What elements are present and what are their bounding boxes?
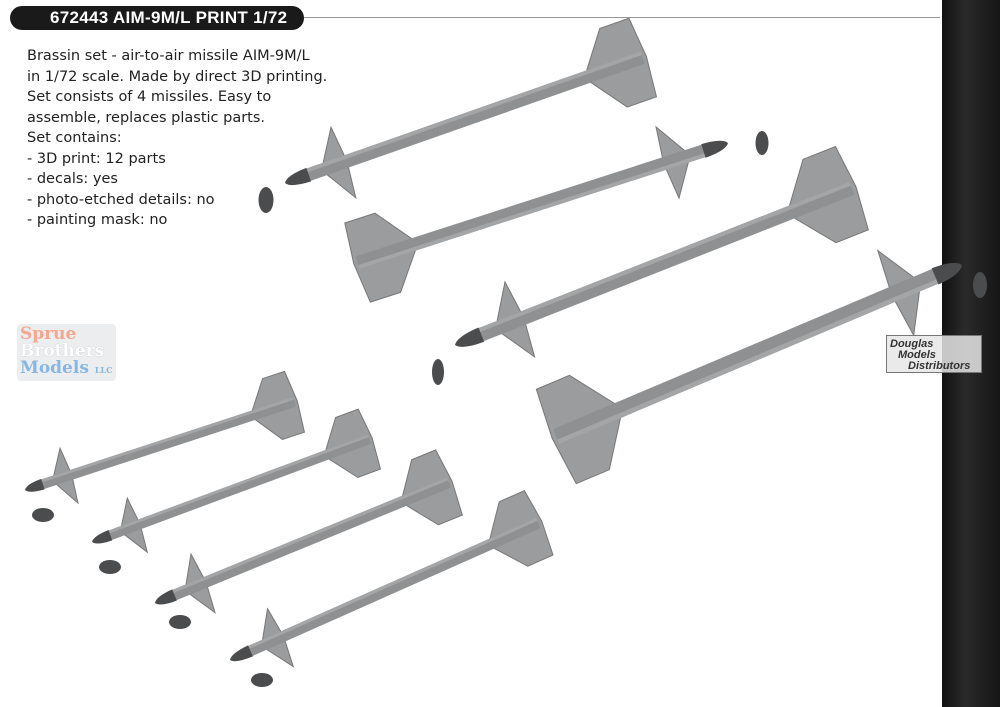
body-highlight [246,517,538,650]
wm-text: Douglas [890,338,934,350]
missile-body [107,434,371,540]
missile [230,489,554,668]
desc-line: - 3D print: 12 parts [27,150,166,167]
desc-line: assemble, replaces plastic parts. [27,109,266,126]
missile [285,17,658,200]
desc-line: - photo-etched details: no [27,191,215,208]
wm-text: Sprue [20,324,77,344]
wm-text: Distributors [908,360,971,372]
missile-body [305,51,645,181]
seeker-head [25,478,45,492]
body-highlight [476,181,851,333]
desc-line: in 1/72 scale. Made by direct 3D printin… [27,68,328,85]
missile [535,249,962,485]
body-highlight [170,477,449,594]
wm-text: Models [898,349,936,361]
missile [92,408,382,554]
missile-body [171,477,451,601]
seeker-head [230,645,253,662]
seeker-cap-part [99,560,121,574]
missile-body [40,397,296,489]
missile-body [553,268,940,444]
seeker-head [92,530,113,544]
seeker-head [285,167,312,186]
desc-line: - painting mask: no [27,212,168,228]
body-highlight [557,278,941,444]
seeker-cap-part [755,131,769,155]
douglas-models-watermark: Douglas Models Distributors [886,335,982,373]
missile-body [477,182,854,342]
body-highlight [39,397,294,483]
desc-line: - decals: yes [27,171,118,187]
body-highlight [304,51,642,173]
seeker-cap-part [432,359,444,385]
product-title: 672443 AIM-9M/L PRINT 1/72 [10,6,304,30]
seeker-cap-part [251,673,273,687]
body-highlight [358,152,708,269]
seeker-head [931,262,962,285]
seeker-cap-part [973,272,987,298]
wm-text: Models LLC [20,358,113,378]
seeker-cap-part [258,187,274,213]
missile-body [247,518,541,656]
body-highlight [107,434,369,534]
missile [455,145,869,359]
seeker-cap-part [32,508,54,522]
desc-line: Set consists of 4 missiles. Easy to [27,89,272,105]
seeker-cap-part [169,615,191,629]
sprue-brothers-watermark: Sprue Brothers Models LLC [17,324,116,381]
seeker-head [155,589,177,605]
desc-line: Set contains: [27,130,122,146]
missile [25,370,306,505]
wm-text: Brothers [20,341,105,361]
seeker-head [455,327,485,347]
missile-body [356,144,707,269]
product-description: Brassin set - air-to-air missile AIM-9M/… [27,46,347,231]
missile [155,449,463,614]
desc-line: Brassin set - air-to-air missile AIM-9M/… [27,48,310,64]
header-rule [304,17,940,18]
missile [344,125,728,303]
seeker-head [701,140,728,158]
